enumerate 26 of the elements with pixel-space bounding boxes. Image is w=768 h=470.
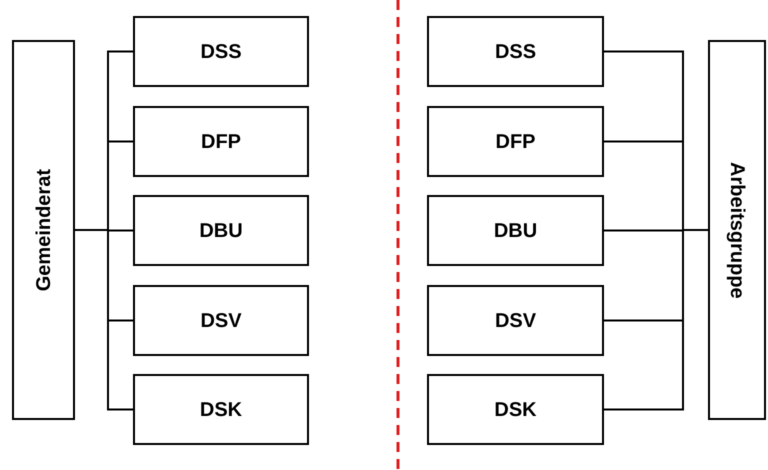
connector-line <box>604 229 708 410</box>
box-label: DSV <box>494 310 536 330</box>
box-label: DSS <box>200 42 242 62</box>
department-box <box>133 374 309 445</box>
box-label: Arbeitsgruppe <box>727 162 747 298</box>
box-label: Gemeinderat <box>34 168 54 292</box>
department-box <box>427 285 604 356</box>
box-label: DBU <box>494 220 538 240</box>
box-label: DFP <box>496 132 536 152</box>
department-box <box>427 16 604 87</box>
box-label: DSK <box>200 400 242 420</box>
connector-line <box>75 229 133 410</box>
department-box <box>133 285 309 356</box>
department-box <box>133 106 309 177</box>
department-box <box>427 374 604 445</box>
box-label: DBU <box>199 220 243 240</box>
department-box <box>427 106 604 177</box>
group-box <box>708 40 766 420</box>
box-label: DSK <box>494 400 537 420</box>
box-label: DSV <box>200 310 242 330</box>
box-label: DFP <box>201 132 241 152</box>
box-label: DSS <box>494 42 536 62</box>
department-box <box>427 195 604 266</box>
department-box <box>133 16 309 87</box>
department-box <box>133 195 309 266</box>
group-box <box>12 40 75 420</box>
